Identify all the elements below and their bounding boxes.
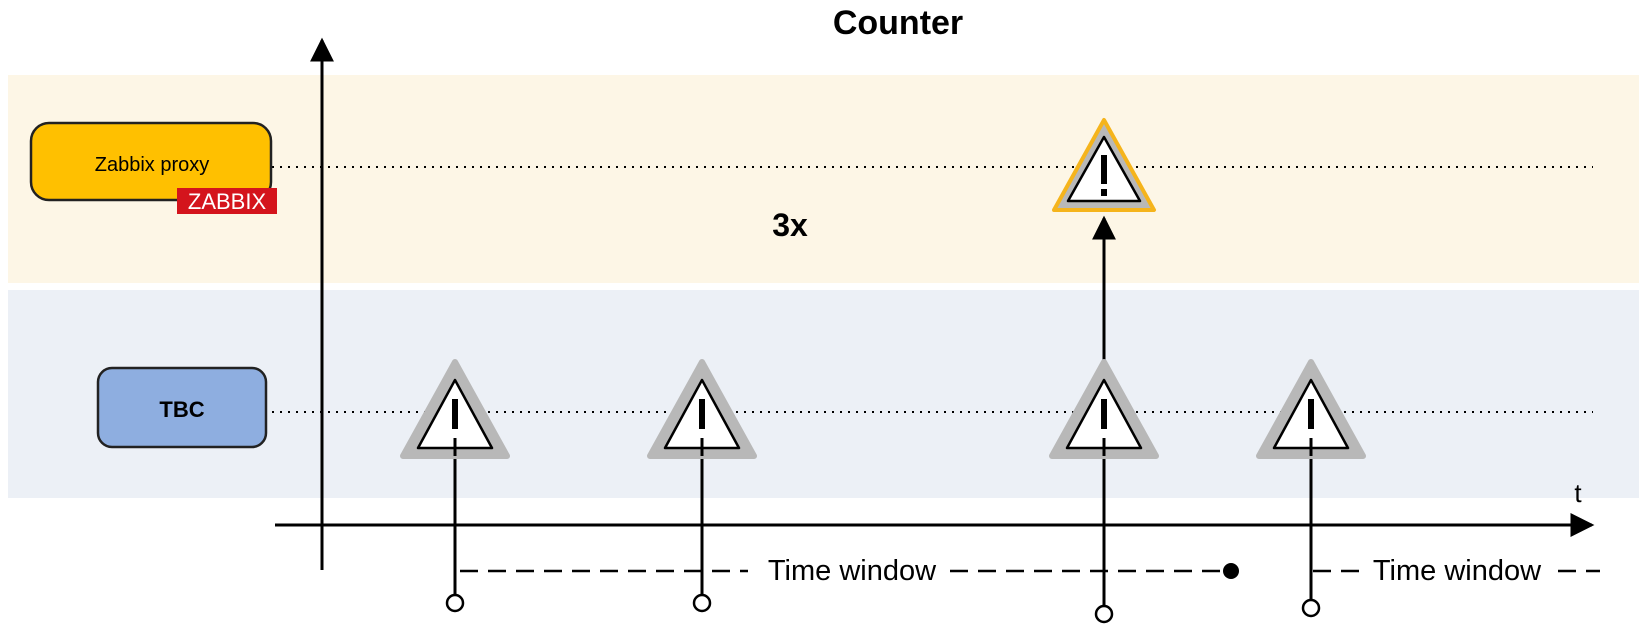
time-window-1-end-dot: [1223, 563, 1239, 579]
counter-label: 3x: [772, 207, 808, 243]
event-start-circle-1: [445, 593, 465, 613]
x-axis-label: t: [1574, 478, 1582, 508]
zabbix-logo: ZABBIX: [177, 188, 277, 214]
diagram-title: Counter: [833, 4, 963, 42]
proxy-lane-band: [8, 75, 1639, 283]
warning-icon: [400, 359, 510, 459]
tbc-node: TBC: [96, 366, 268, 449]
event-start-circle-2: [692, 593, 712, 613]
event-start-circle-4: [1301, 598, 1321, 618]
proxy-warning-icon: [1052, 118, 1156, 212]
zabbix-logo-text: ZABBIX: [188, 189, 267, 214]
time-window-1-label: Time window: [768, 555, 937, 587]
zabbix-proxy-node: Zabbix proxy: [29, 121, 273, 202]
time-window-2-label: Time window: [1373, 555, 1542, 587]
zabbix-proxy-label: Zabbix proxy: [95, 154, 210, 176]
tbc-lane-band: [8, 290, 1639, 498]
warning-icon: [647, 359, 757, 459]
event-start-circle-3: [1094, 604, 1114, 624]
warning-icon: [1256, 359, 1366, 459]
warning-icon: [1049, 359, 1159, 459]
tbc-label: TBC: [159, 397, 204, 422]
